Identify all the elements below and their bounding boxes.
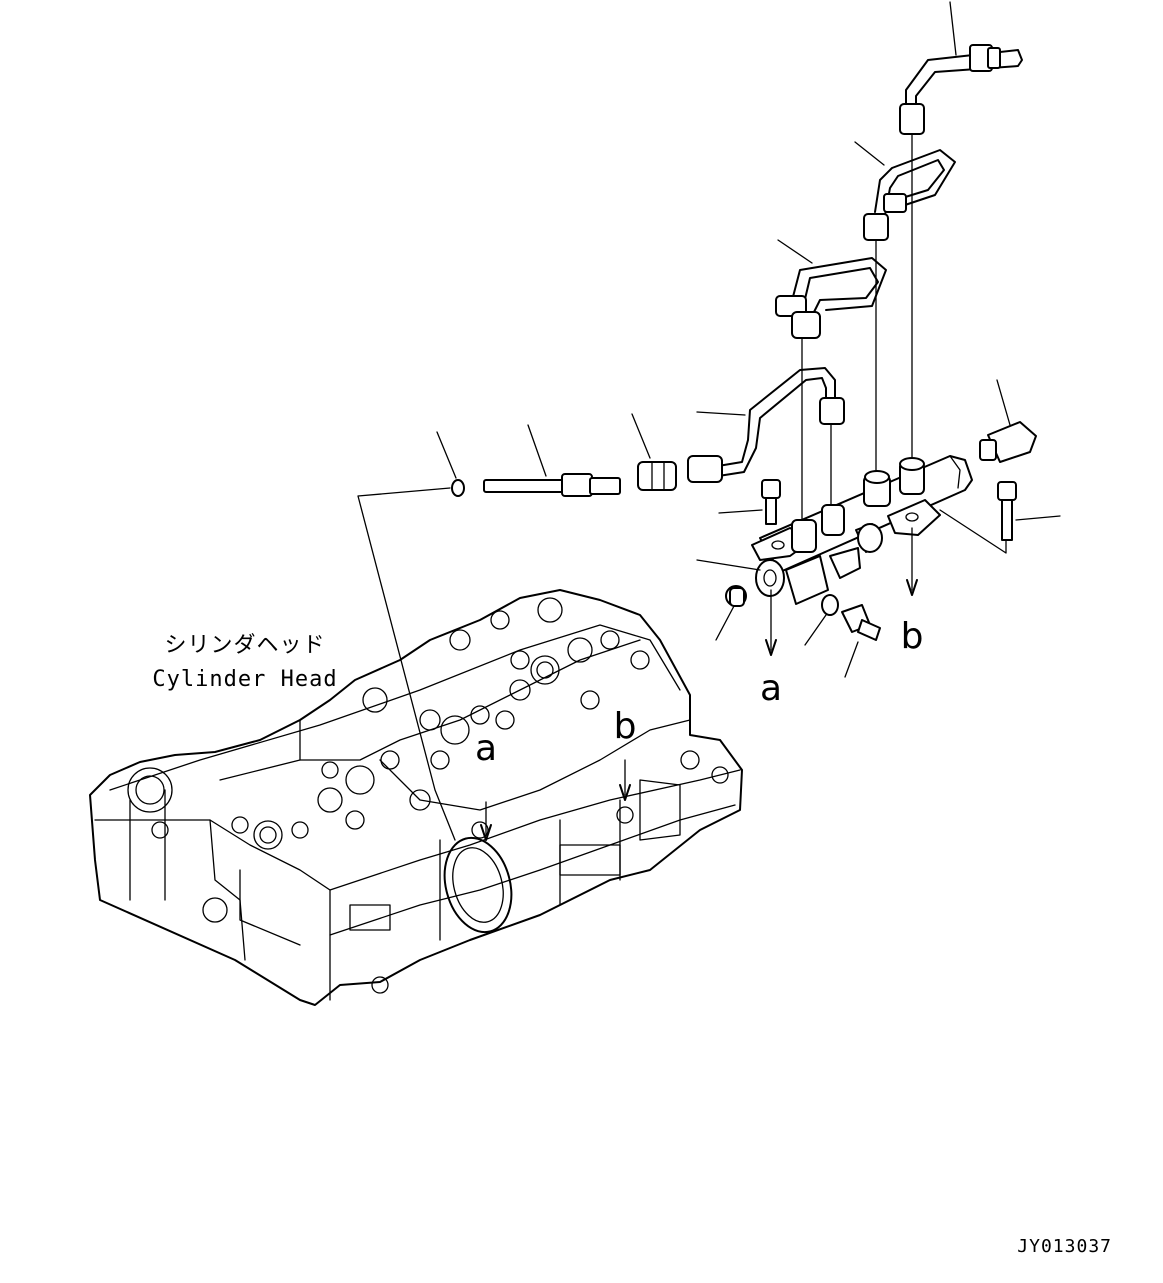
bolt-right	[939, 481, 1061, 554]
ref-a-cylinder-head: a	[475, 728, 497, 769]
cylinder-head-label-en: Cylinder Head	[152, 667, 337, 692]
ref-b-cylinder-head: b	[614, 706, 637, 747]
fuel-pipe-3	[854, 141, 956, 241]
retaining-nut	[637, 461, 677, 491]
drawing-code: JY013037	[1017, 1236, 1112, 1257]
fuel-pipe-1	[687, 367, 845, 483]
common-rail	[751, 455, 973, 605]
fuel-pipe-4	[899, 1, 1023, 135]
ref-b-rail: b	[901, 616, 924, 657]
connector-tube	[483, 473, 621, 497]
bolt-left	[718, 479, 781, 525]
o-ring-small	[451, 479, 465, 497]
fuel-pipe-2	[775, 239, 887, 339]
o-ring-rail	[804, 594, 839, 646]
pressure-sensor	[979, 379, 1037, 463]
ref-a-rail: a	[760, 668, 782, 709]
cylinder-head-label-jp: シリンダヘッド	[164, 633, 325, 658]
pressure-limiter-valve	[841, 604, 881, 678]
cylinder-head	[89, 589, 743, 1006]
plug	[715, 585, 747, 641]
